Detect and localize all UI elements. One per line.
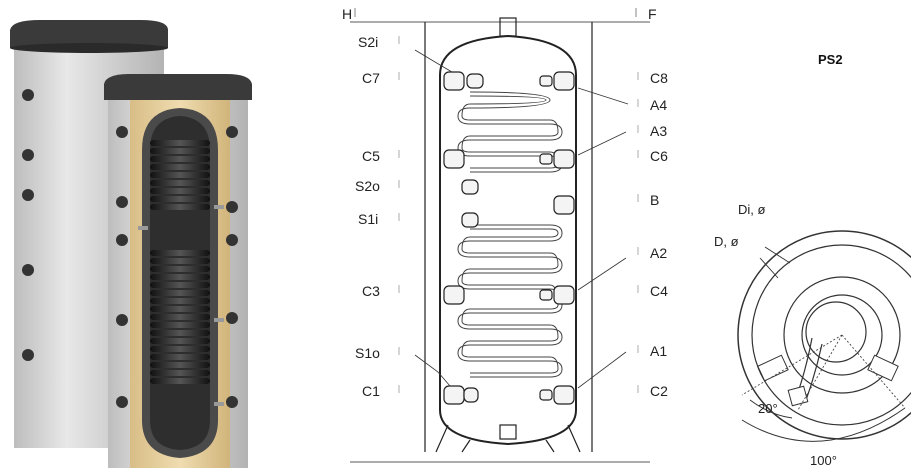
front-tank-cap [104, 74, 252, 100]
label-c4: C4 [650, 283, 668, 299]
label-h: H [342, 6, 352, 22]
label-a1: A1 [650, 343, 667, 359]
back-tank-cap [10, 20, 168, 48]
tank-render-image [10, 20, 252, 468]
section-title: PS2 [818, 52, 843, 67]
label-s1o: S1o [355, 345, 380, 361]
leader-lines [414, 49, 629, 389]
lower-heat-exchanger-coil [457, 224, 563, 378]
label-c3: C3 [362, 283, 380, 299]
label-f: F [648, 6, 657, 22]
label-a3: A3 [650, 123, 667, 139]
outer-diameter-label: D, ø [714, 234, 739, 249]
down-arrow-icons [354, 8, 637, 17]
small-angle-label: 20° [758, 401, 778, 416]
label-c2: C2 [650, 383, 668, 399]
left-connection-labels: S2i C7 C5 S2o S1i C3 S1o C1 [355, 34, 380, 399]
label-b: B [650, 192, 659, 208]
right-connection-labels: C8 A4 A3 C6 B A2 C4 A1 C2 [650, 70, 668, 399]
tank-technical-drawing [350, 17, 650, 463]
lower-coil [150, 250, 210, 384]
upper-coil [150, 140, 210, 210]
label-c5: C5 [362, 148, 380, 164]
connection-stubs [443, 71, 575, 405]
large-angle-label: 100° [810, 453, 837, 468]
label-c7: C7 [362, 70, 380, 86]
ps2-section-view: PS2 D [714, 52, 911, 468]
label-c8: C8 [650, 70, 668, 86]
label-s1i: S1i [358, 211, 378, 227]
inner-diameter-label: Di, ø [738, 202, 766, 217]
label-c1: C1 [362, 383, 380, 399]
label-s2i: S2i [358, 34, 378, 50]
label-s2o: S2o [355, 178, 380, 194]
label-c6: C6 [650, 148, 668, 164]
label-a2: A2 [650, 245, 667, 261]
label-a4: A4 [650, 97, 667, 113]
